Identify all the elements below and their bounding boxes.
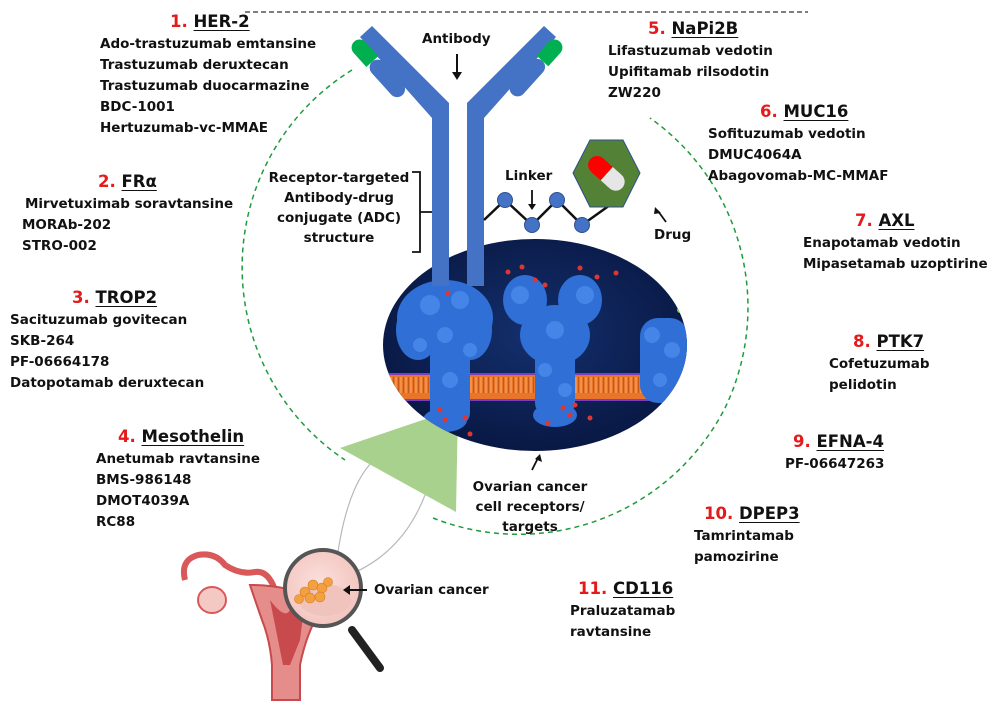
antibody-arrow-icon: [452, 54, 462, 80]
target-block-ptk7: 8. PTK7 Cofetuzumab pelidotin: [829, 330, 930, 396]
drug-item: STRO-002: [22, 238, 97, 254]
drug-item: Enapotamab vedotin: [803, 235, 961, 251]
linker-chain-icon: [483, 190, 611, 233]
target-block-trop2: 3. TROP2 Sacituzumab govitecan SKB-264 P…: [10, 286, 204, 394]
target-number: 3.: [72, 288, 90, 307]
drug-item: Trastuzumab duocarmazine: [100, 78, 310, 94]
antibody-label: Antibody: [422, 31, 491, 47]
target-name: PTK7: [876, 332, 925, 351]
drug-item: MORAb-202: [22, 217, 112, 233]
ovarian-cancer-arrow-icon: [343, 585, 367, 595]
drug-item: Mipasetamab uzoptirine: [803, 256, 988, 272]
drug-item: pamozirine: [694, 549, 779, 565]
drug-item: Mirvetuximab soravtansine: [25, 196, 234, 212]
drug-item: Upifitamab rilsodotin: [608, 64, 770, 80]
drug-item: BMS-986148: [96, 472, 192, 488]
target-number: 6.: [760, 102, 778, 121]
cell-membrane-receptors-icon: [383, 239, 687, 451]
adc-bracket: [412, 171, 432, 253]
drug-item: ZW220: [608, 85, 661, 101]
target-name: HER-2: [193, 12, 250, 31]
target-number: 9.: [793, 432, 811, 451]
target-name: MUC16: [783, 102, 849, 121]
drug-item: Abagovomab-MC-MMAF: [708, 168, 889, 184]
target-name: EFNA-4: [816, 432, 884, 451]
target-block-dpep3: 10. DPEP3 Tamrintamab pamozirine: [694, 502, 800, 568]
target-block-axl: 7. AXL Enapotamab vedotin Mipasetamab uz…: [803, 209, 988, 275]
drug-item: Cofetuzumab: [829, 356, 930, 372]
drug-item: Ado-trastuzumab emtansine: [100, 36, 317, 52]
drug-label: Drug: [654, 227, 692, 243]
drug-item: RC88: [96, 514, 136, 530]
target-name: TROP2: [95, 288, 158, 307]
drug-item: PF-06664178: [10, 354, 110, 370]
drug-item: Trastuzumab deruxtecan: [100, 57, 289, 73]
target-block-cd116: 11. CD116 Praluzatamab ravtansine: [570, 577, 675, 643]
drug-item: Praluzatamab: [570, 603, 676, 619]
target-name: DPEP3: [738, 504, 800, 523]
drug-item: Sacituzumab govitecan: [10, 312, 188, 328]
drug-item: Lifastuzumab vedotin: [608, 43, 773, 59]
target-number: 7.: [855, 211, 873, 230]
target-block-napi2b: 5. NaPi2B Lifastuzumab vedotin Upifitama…: [608, 17, 773, 104]
target-name: NaPi2B: [671, 19, 739, 38]
drug-item: pelidotin: [829, 377, 897, 393]
antibody-icon: [351, 26, 563, 286]
zoom-triangle: [340, 408, 458, 512]
target-name: FRα: [121, 172, 157, 191]
target-name: AXL: [878, 211, 915, 230]
target-name: CD116: [612, 579, 674, 598]
target-block-mesothelin: 4. Mesothelin Anetumab ravtansine BMS-98…: [96, 425, 260, 533]
drug-item: Sofituzumab vedotin: [708, 126, 866, 142]
drug-item: Hertuzumab-vc-MMAE: [100, 120, 269, 136]
target-number: 10.: [704, 504, 734, 523]
target-block-her2: 1. HER-2 Ado-trastuzumab emtansine Trast…: [100, 10, 316, 139]
target-number: 8.: [853, 332, 871, 351]
drug-item: PF-06647263: [785, 456, 885, 472]
linker-label: Linker: [505, 168, 553, 184]
cell-receptors-arrow-icon: [531, 454, 542, 471]
drug-item: DMOT4039A: [96, 493, 190, 509]
drug-item: ravtansine: [570, 624, 652, 640]
drug-item: Anetumab ravtansine: [96, 451, 260, 467]
drug-capsule-icon: [572, 139, 667, 223]
target-block-efna4: 9. EFNA-4 PF-06647263: [785, 430, 884, 475]
drug-item: BDC-1001: [100, 99, 175, 115]
target-name: Mesothelin: [141, 427, 245, 446]
target-block-fra: 2. FRα Mirvetuximab soravtansine MORAb-2…: [22, 170, 233, 257]
cell-receptors-label: Ovarian cancer cell receptors/ targets: [472, 479, 588, 535]
magnifying-glass-icon: [283, 548, 384, 672]
target-number: 5.: [648, 19, 666, 38]
adc-structure-label: Receptor-targeted Antibody-drug conjugat…: [268, 170, 410, 246]
target-number: 2.: [98, 172, 116, 191]
drug-item: Datopotamab deruxtecan: [10, 375, 205, 391]
target-block-muc16: 6. MUC16 Sofituzumab vedotin DMUC4064A A…: [708, 100, 888, 187]
ovarian-cancer-label: Ovarian cancer: [374, 582, 489, 598]
target-number: 11.: [578, 579, 608, 598]
target-number: 4.: [118, 427, 136, 446]
drug-item: SKB-264: [10, 333, 75, 349]
drug-item: DMUC4064A: [708, 147, 802, 163]
target-number: 1.: [170, 12, 188, 31]
drug-item: Tamrintamab: [694, 528, 794, 544]
dashed-target-circle: [241, 69, 749, 536]
